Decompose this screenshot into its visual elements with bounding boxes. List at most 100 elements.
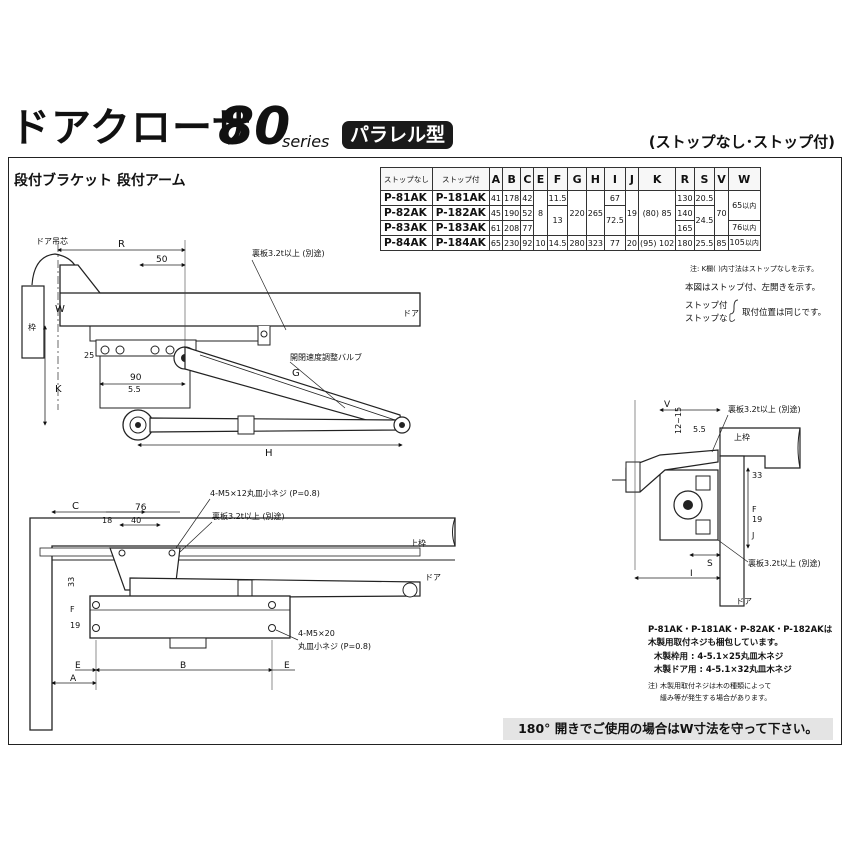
valve-label: 開閉速度調整バルブ: [290, 352, 362, 362]
wood-note-2: 木製用取付ネジも梱包しています。: [648, 638, 783, 648]
col-g: G: [567, 167, 587, 191]
door-label: ドア: [425, 573, 441, 582]
side-dim-i: I: [690, 569, 693, 579]
cell-b: 208: [501, 220, 522, 236]
backing-plate-label: 裏板3.2t以上 (別途): [212, 511, 285, 521]
w-unit: 以内: [742, 201, 757, 210]
spec-table: ストップなし ストップ付 A B C E F G H I J K R S V W…: [380, 167, 761, 251]
cell-h: 323: [585, 235, 606, 251]
dim-50: 50: [156, 255, 168, 265]
table-row: P-82AK P-182AK 45 190 52 13 72.5 140 24.…: [380, 205, 761, 236]
side-upper-frame-label: 上枠: [734, 432, 750, 442]
cell-j: 20: [624, 235, 640, 251]
dim-e-left: E: [75, 661, 81, 671]
stop-model-cell: P-181AK: [431, 190, 490, 206]
caution-note-1: 注) 木製用取付ネジは木の種類によって: [648, 682, 772, 690]
dim-25: 25: [84, 351, 94, 360]
dim-h: H: [265, 448, 273, 459]
col-c: C: [520, 167, 535, 191]
upper-frame-label: 上枠: [410, 538, 426, 548]
cell-g: 280: [567, 235, 587, 251]
dim-19: 19: [70, 621, 80, 630]
frame-section: [21, 285, 45, 359]
dim-r: R: [118, 239, 125, 250]
col-s: S: [693, 167, 716, 191]
table-row: P-83AK P-183AK 61 208 77 165 76以内: [380, 220, 761, 236]
wood-note-1: P-81AK・P-181AK・P-82AK・P-182AKは: [648, 625, 833, 635]
screw-bottom-2: 丸皿小ネジ (P=0.8): [298, 641, 371, 651]
stop-no-label: ストップなし: [685, 314, 737, 324]
door-center-label: ドア吊芯: [36, 236, 68, 246]
mount-same-note: 取付位置は同じです。: [742, 308, 827, 318]
connecting-rod: [149, 417, 401, 433]
dim-b: B: [180, 661, 186, 671]
cell-e: 10: [533, 235, 548, 251]
side-backing-top: 裏板3.2t以上 (別途): [728, 404, 801, 414]
frame-label: 枠: [28, 322, 36, 332]
screw-top-label: 4-M5×12丸皿小ネジ (P=0.8): [210, 488, 320, 498]
dim-a: A: [70, 674, 77, 684]
w-notice: 180° 開きでご使用の場合はW寸法を守って下さい。: [503, 718, 833, 740]
bracket-label: 段付ブラケット 段付アーム: [14, 173, 186, 189]
side-dim-s: S: [707, 559, 713, 569]
col-i: I: [604, 167, 626, 191]
wood-note-3: 木製枠用 : 4-5.1×25丸皿木ネジ: [654, 652, 784, 662]
spec-table-header: ストップなし ストップ付 A B C E F G H I J K R S V W: [380, 167, 761, 191]
door-slab: [59, 264, 421, 327]
col-b: B: [501, 167, 522, 191]
side-view-drawing: V 12~15 裏板3.2t以上 (別途) 5.5 上枠 J F 19 33 S…: [612, 400, 821, 607]
side-backing-bottom: 裏板3.2t以上 (別途): [748, 558, 821, 568]
front-arm: [129, 577, 421, 599]
front-view-drawing: C 76 18 40 4-M5×12丸皿小ネジ (P=0.8) 裏板3.2t以上…: [29, 488, 456, 731]
w-value: 76: [732, 223, 743, 232]
dim-g: G: [292, 368, 300, 379]
dim-k: K: [55, 384, 62, 395]
dim-5-5: 5.5: [128, 385, 141, 394]
series-label: series: [282, 132, 330, 151]
cell-v: 85: [714, 235, 729, 251]
w-unit: 以内: [744, 239, 759, 247]
dim-e-right: E: [284, 661, 290, 671]
col-a: A: [488, 167, 504, 191]
side-dim-12-15: 12~15: [674, 407, 683, 434]
dim-33: 33: [67, 577, 76, 587]
drawing-frame: [8, 157, 842, 745]
brace-mark: [729, 299, 739, 315]
stop-yes-label: ストップ付: [685, 301, 728, 311]
w-value: 65: [732, 200, 743, 210]
cell-f-shared: 13: [546, 205, 569, 236]
side-dim-33: 33: [752, 471, 762, 480]
figure-note: 本図はストップ付、左開きを示す。: [685, 283, 821, 293]
upper-frame-bar: [39, 547, 421, 557]
caution-note-2: 緩み等が発生する場合があります。: [660, 694, 772, 702]
cell-r: 180: [675, 235, 695, 251]
door-label: ドア: [403, 309, 419, 318]
col-e: E: [533, 167, 548, 191]
model-number: 80: [218, 97, 291, 157]
header-stop: ストップ付: [431, 167, 490, 191]
side-dim-19: 19: [752, 515, 762, 524]
side-door: [719, 455, 745, 607]
w-unit: 以内: [742, 224, 757, 232]
table-row: P-84AK P-184AK 65 230 92 10 14.5 280 323…: [380, 235, 761, 251]
cell-w: 105以内: [727, 235, 761, 251]
dim-40: 40: [131, 516, 141, 525]
top-view-drawing: R 50 ドア吊芯 裏板3.2t以上 (別途) W 枠 ドア 25 5.5 開閉…: [21, 236, 421, 459]
side-dim-5-5: 5.5: [693, 425, 706, 434]
k-note: 注: K欄( )内寸法はストップなしを示す。: [690, 265, 819, 273]
w-value: 105: [729, 238, 745, 247]
stop-model-cell: P-183AK: [431, 220, 490, 236]
cell-k: (95) 102: [638, 235, 677, 251]
side-dim-f: F: [752, 505, 757, 514]
dim-90: 90: [130, 373, 142, 383]
dim-18: 18: [102, 516, 112, 525]
front-body: [89, 595, 291, 639]
backing-plate-label: 裏板3.2t以上 (別途): [252, 248, 325, 258]
screw-bottom-1: 4-M5×20: [298, 629, 335, 638]
dim-76: 76: [135, 503, 147, 513]
wood-note-4: 木製ドア用 : 4-5.1×32丸皿木ネジ: [654, 665, 792, 675]
dim-c: C: [72, 501, 79, 512]
side-dim-j: J: [751, 531, 754, 540]
type-badge: パラレル型: [342, 121, 454, 149]
